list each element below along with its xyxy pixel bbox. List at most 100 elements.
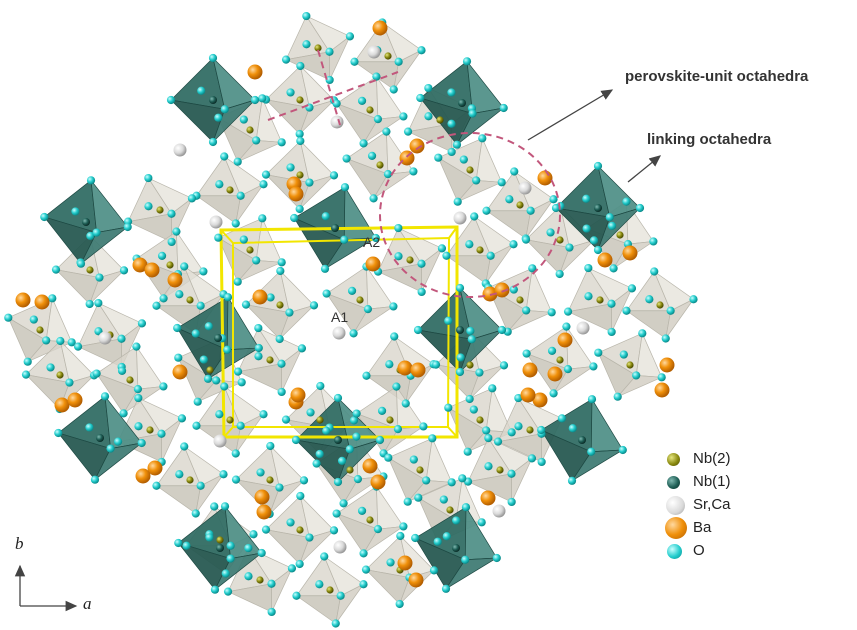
oxygen-atom [196, 481, 205, 490]
oxygen-atom [567, 476, 577, 485]
oxygen-atom [137, 438, 146, 448]
ba-atom [15, 292, 31, 308]
oxygen-atom [689, 295, 698, 304]
oxygen-atom [429, 566, 439, 575]
oxygen-atom [627, 284, 637, 293]
oxygen-atom [320, 552, 329, 561]
legend-label-o: O [693, 542, 705, 559]
oxygen-atom [134, 393, 143, 403]
oxygen-atom [4, 313, 13, 322]
perovskite-octahedron [43, 179, 129, 265]
oxygen-atom [607, 299, 616, 308]
oxygen-atom [191, 509, 200, 518]
linking-callout-arrow [627, 155, 662, 183]
ba-atom [654, 382, 670, 398]
oxygen-atom [231, 475, 241, 484]
nb2-atom [596, 296, 604, 304]
oxygen-atom [359, 139, 368, 148]
oxygen-atom [233, 157, 242, 166]
legend-label-nb1: Nb(1) [693, 473, 731, 490]
oxygen-atom [212, 376, 221, 385]
ba-atom [365, 256, 381, 272]
oxygen-atom [292, 591, 301, 600]
oxygen-atom [175, 290, 184, 299]
oxygen-atom [73, 342, 83, 351]
oxygen-atom [589, 362, 598, 371]
oxygen-atom [385, 360, 394, 369]
oxygen-atom [456, 353, 465, 362]
oxygen-atom [277, 387, 286, 397]
sr-ca-atom [492, 504, 506, 518]
oxygen-atom [401, 399, 410, 408]
ba-atom [410, 362, 426, 378]
nb2-atom [356, 296, 364, 304]
perovskite-octahedra-label: perovskite-unit octahedra [625, 68, 809, 85]
oxygen-atom [461, 555, 470, 564]
oxygen-atom [442, 251, 451, 260]
oxygen-atom [177, 414, 187, 423]
oxygen-atom [152, 301, 161, 310]
oxygen-atom [638, 329, 647, 338]
oxygen-atom [316, 381, 325, 391]
linking-octahedra-layer [7, 15, 695, 625]
oxygen-atom [452, 140, 462, 149]
oxygen-atom [555, 269, 564, 279]
oxygen-atom [340, 183, 350, 192]
oxygen-atom [433, 537, 442, 546]
oxygen-atom [549, 195, 558, 204]
oxygen-atom [492, 553, 501, 563]
ba-atom [147, 460, 163, 476]
axis-indicator [14, 564, 78, 612]
oxygen-atom [329, 526, 339, 535]
oxygen-atom [208, 53, 218, 63]
linking-octahedron [155, 445, 225, 515]
oxygen-atom [593, 245, 603, 255]
nb2-atom [146, 426, 154, 434]
oxygen-atom [514, 422, 523, 431]
ba-atom [247, 64, 263, 80]
oxygen-atom [257, 548, 266, 558]
oxygen-atom [92, 369, 101, 378]
oxygen-atom [134, 422, 143, 431]
oxygen-atom [434, 153, 443, 162]
oxygen-atom [258, 94, 267, 103]
linking-octahedron [625, 270, 695, 340]
ba-atom [522, 362, 538, 378]
oxygen-atom [48, 294, 57, 303]
oxygen-atom [428, 434, 437, 443]
oxygen-atom [305, 178, 314, 187]
nb2-atom [256, 576, 264, 584]
oxygen-atom [393, 425, 403, 434]
oxygen-atom [373, 525, 383, 534]
oxygen-atom [369, 194, 378, 203]
oxygen-atom [302, 11, 311, 21]
oxygen-atom [547, 346, 557, 355]
oxygen-atom [231, 219, 240, 228]
oxygen-atom [340, 235, 349, 244]
oxygen-atom [276, 266, 285, 276]
nb2-atom [376, 161, 384, 169]
nb1-atom [82, 218, 90, 226]
oxygen-atom [281, 55, 291, 64]
oxygen-atom [414, 493, 423, 502]
oxygen-atom [537, 457, 546, 467]
oxygen-atom [199, 355, 208, 364]
oxygen-atom [296, 491, 305, 501]
oxygen-atom [254, 323, 263, 333]
oxygen-atom [210, 585, 220, 594]
oxygen-atom [395, 599, 404, 609]
o-sphere-icon [667, 544, 682, 559]
oxygen-atom [509, 240, 518, 249]
oxygen-atom [331, 619, 340, 628]
oxygen-atom [277, 258, 286, 267]
ba-atom [397, 555, 413, 571]
nb2-atom [316, 416, 324, 424]
oxygen-atom [320, 264, 330, 273]
oxygen-atom [462, 57, 472, 66]
oxygen-atom [563, 307, 573, 316]
oxygen-atom [21, 370, 31, 379]
oxygen-atom [86, 231, 95, 241]
oxygen-atom [632, 371, 641, 380]
oxygen-atom [208, 137, 218, 147]
oxygen-atom [470, 212, 479, 221]
